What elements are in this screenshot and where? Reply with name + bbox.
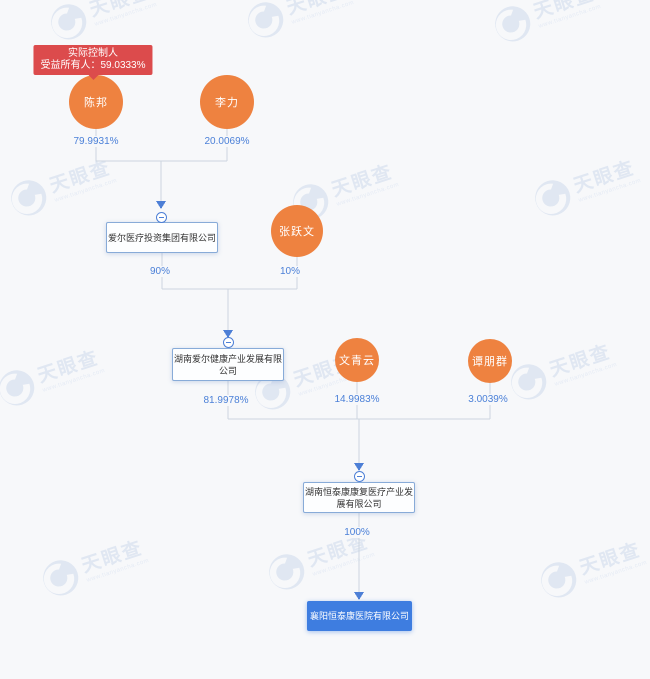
person-node-zhangyuewen[interactable]: 张跃文: [271, 205, 323, 257]
company-name: 爱尔医疗投资集团有限公司: [108, 232, 217, 243]
company-node-aier-medical[interactable]: 爱尔医疗投资集团有限公司: [106, 222, 218, 253]
person-node-wenqingyun[interactable]: 文青云: [335, 338, 379, 382]
beneficial-owner-label: 受益所有人：59.0333%: [40, 60, 146, 71]
person-name: 张跃文: [279, 226, 315, 238]
person-node-tanpengqun[interactable]: 谭朋群: [468, 339, 512, 383]
ownership-percent-label: 14.9983%: [331, 394, 383, 405]
company-name: 襄阳恒泰康医院有限公司: [309, 611, 409, 621]
company-name: 湖南恒泰康康复医疗产业发展有限公司: [305, 486, 414, 509]
collapse-minus-icon[interactable]: [223, 337, 234, 348]
arrow-down-icon: [223, 330, 233, 338]
person-name: 陈邦: [84, 97, 108, 109]
ownership-percent-label: 10%: [276, 266, 304, 277]
person-node-chenbang[interactable]: 陈邦: [69, 75, 123, 129]
collapse-minus-icon[interactable]: [354, 471, 365, 482]
company-name: 湖南爱尔健康产业发展有限公司: [174, 353, 283, 376]
ownership-percent-label: 81.9978%: [200, 395, 252, 406]
arrow-down-icon: [354, 463, 364, 471]
ownership-percent-label: 79.9931%: [70, 136, 122, 147]
company-node-target-xiangyang-hospital[interactable]: 襄阳恒泰康医院有限公司: [307, 601, 412, 631]
person-node-lili[interactable]: 李力: [200, 75, 254, 129]
company-node-hunan-aier-health[interactable]: 湖南爱尔健康产业发展有限公司: [172, 348, 284, 381]
actual-controller-badge[interactable]: 实际控制人 受益所有人：59.0333%: [33, 45, 153, 80]
company-node-hunan-hengtaikang[interactable]: 湖南恒泰康康复医疗产业发展有限公司: [303, 482, 415, 513]
person-name: 谭朋群: [472, 356, 508, 368]
person-name: 文青云: [339, 355, 375, 367]
ownership-percent-label: 20.0069%: [201, 136, 253, 147]
ownership-percent-label: 3.0039%: [465, 394, 511, 405]
ownership-percent-label: 100%: [341, 527, 373, 538]
person-name: 李力: [215, 97, 239, 109]
ownership-percent-label: 90%: [146, 266, 174, 277]
arrow-down-icon: [354, 592, 364, 600]
collapse-minus-icon[interactable]: [156, 212, 167, 223]
arrow-down-icon: [156, 201, 166, 209]
actual-controller-label: 实际控制人: [67, 48, 118, 59]
